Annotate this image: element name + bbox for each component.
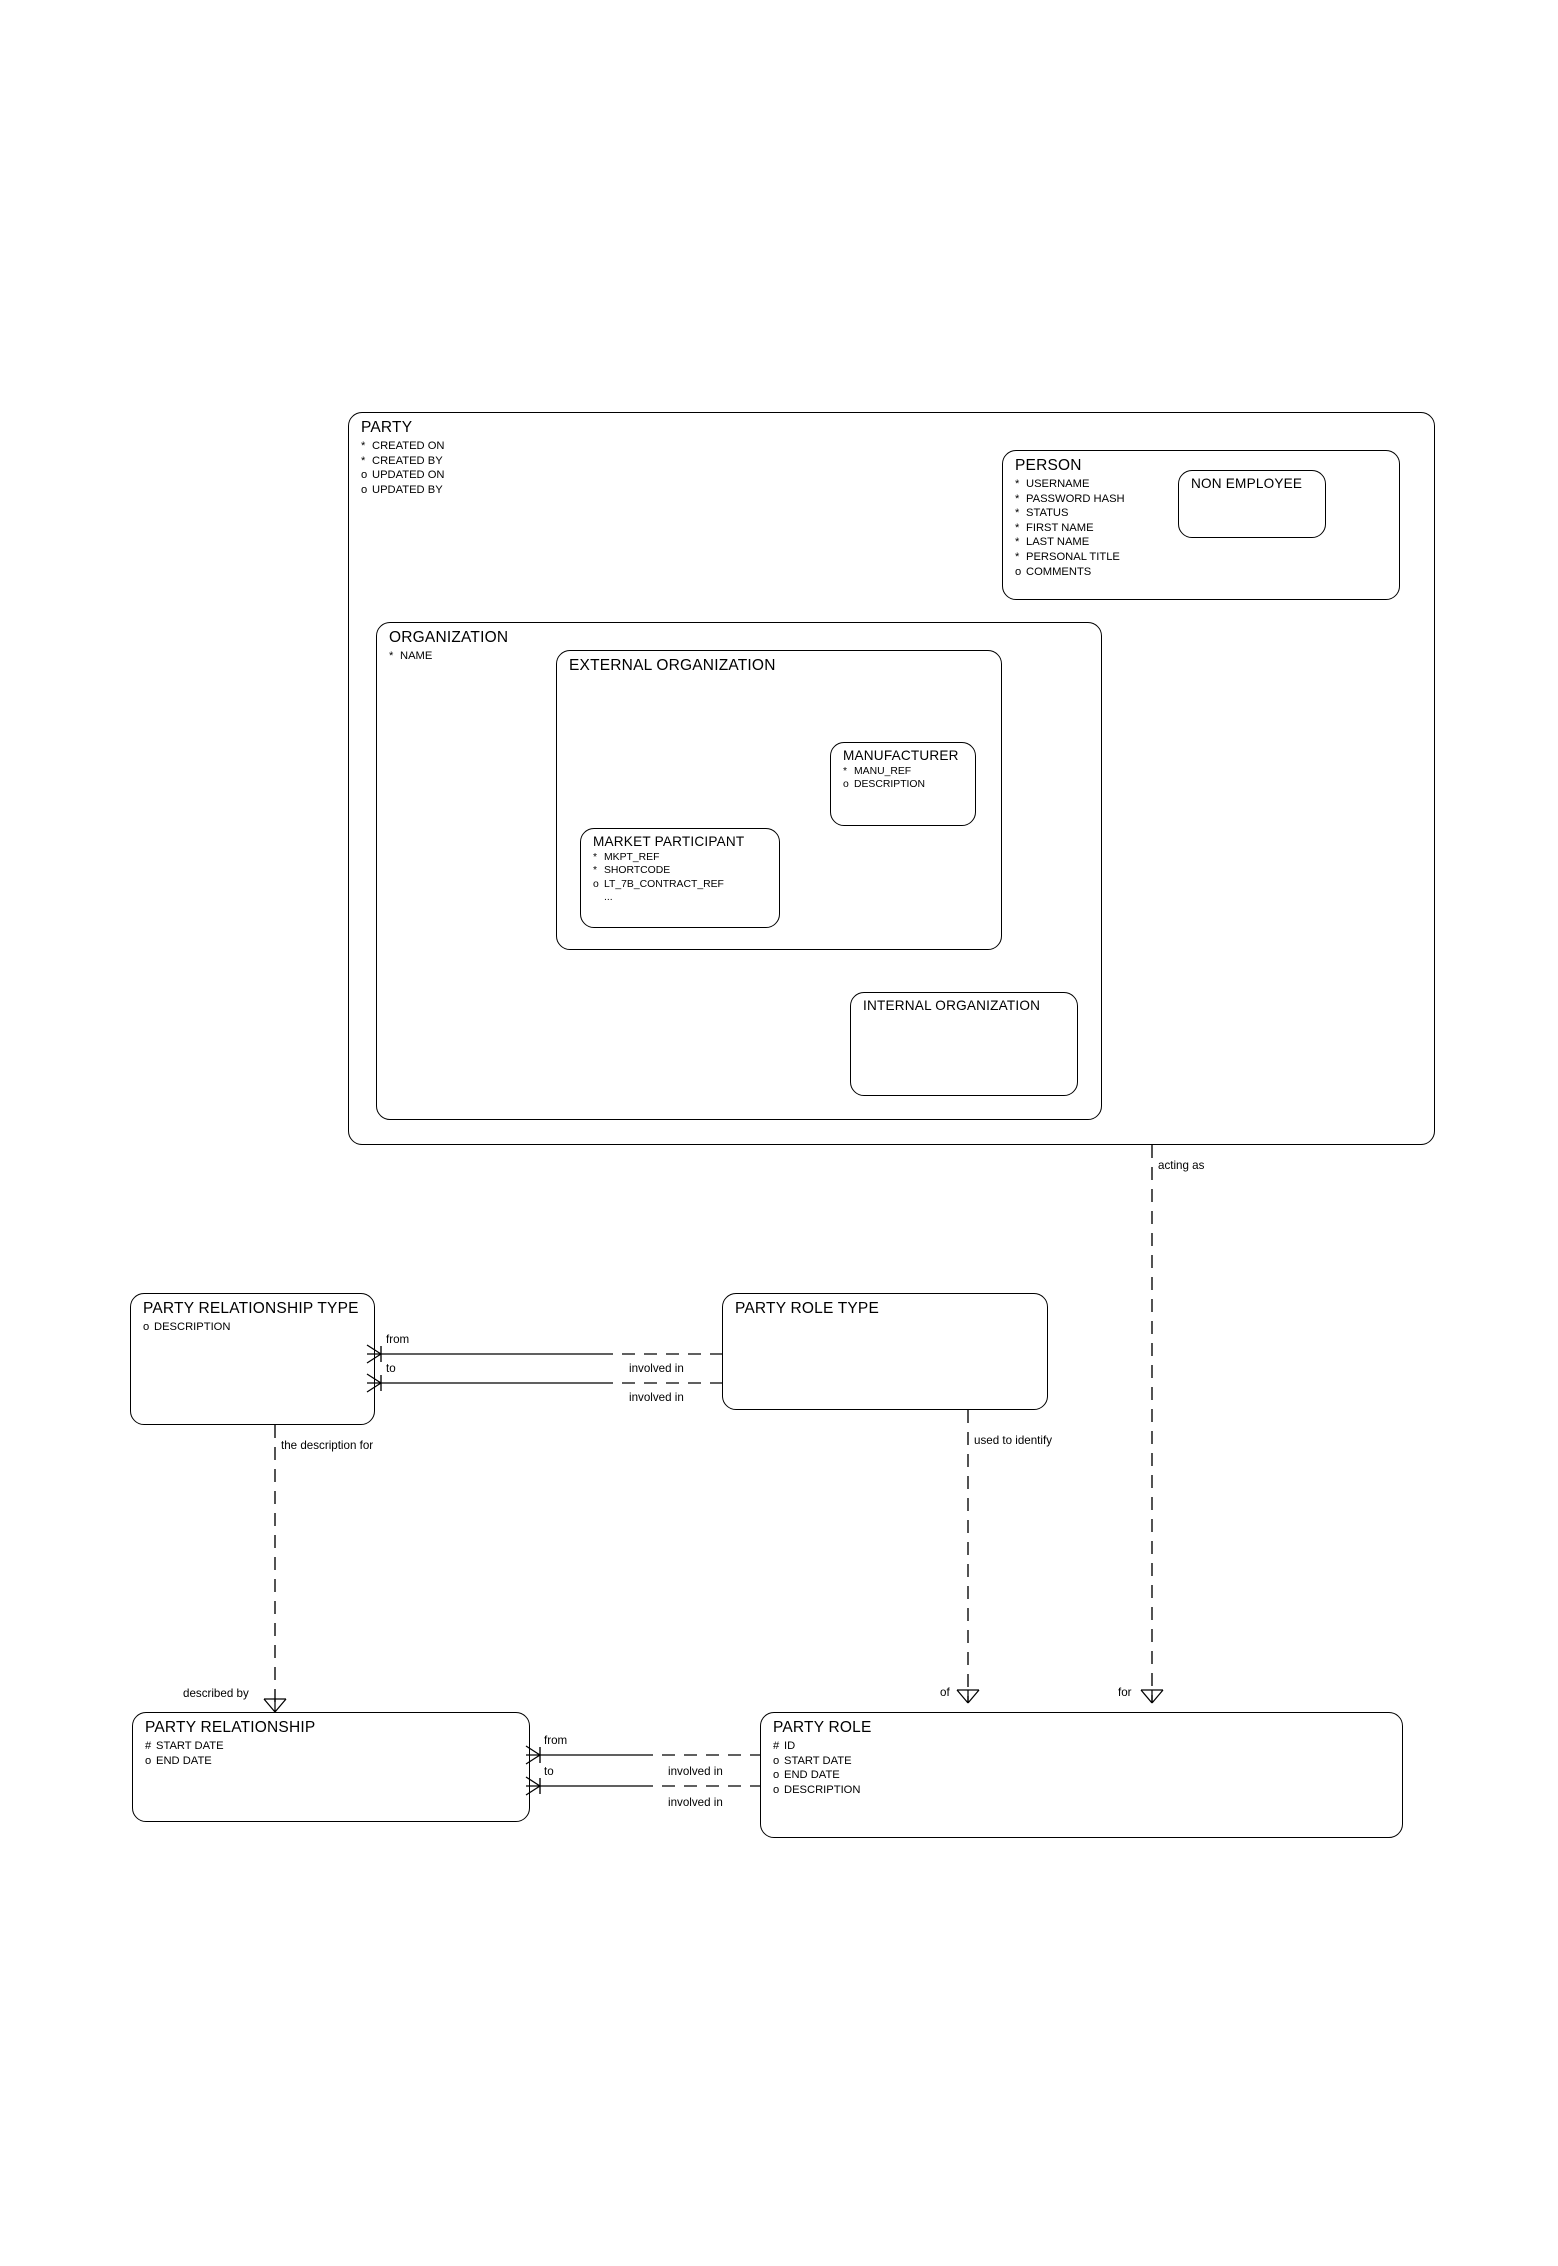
- entity-organization-title: ORGANIZATION: [389, 629, 509, 646]
- entity-party-role-title: PARTY ROLE: [773, 1719, 872, 1736]
- relationship-label-for: for: [1118, 1686, 1132, 1699]
- relationship-label-of: of: [940, 1686, 950, 1699]
- entity-market-participant-title: MARKET PARTICIPANT: [593, 834, 745, 849]
- attribute-row: *CREATED ON: [361, 440, 445, 452]
- attribute-row: ...: [604, 892, 613, 904]
- relationship-label-pr-involved-in-2: involved in: [668, 1796, 723, 1809]
- attribute-row: *PASSWORD HASH: [1015, 492, 1125, 505]
- relationship-label-used-to-identify: used to identify: [974, 1434, 1052, 1447]
- entity-organization-attributes: *NAME: [389, 649, 432, 664]
- entity-organization[interactable]: ORGANIZATION *NAME: [376, 622, 1102, 1120]
- attribute-row: *MKPT_REF: [593, 852, 660, 863]
- attribute-row: *STATUS: [1015, 507, 1069, 520]
- relationship-label-prt-from: from: [386, 1333, 410, 1346]
- entity-market-participant[interactable]: MARKET PARTICIPANT *MKPT_REF *SHORTCODE …: [580, 828, 780, 928]
- entity-party-role-type[interactable]: PARTY ROLE TYPE: [722, 1293, 1048, 1410]
- attribute-row: #START DATE: [145, 1740, 224, 1752]
- relationship-label-pr-from: from: [544, 1734, 568, 1747]
- attribute-row: *LAST NAME: [1015, 536, 1090, 549]
- entity-manufacturer-title: MANUFACTURER: [843, 748, 959, 763]
- entity-non-employee[interactable]: NON EMPLOYEE: [1178, 470, 1326, 538]
- entity-external-organization-title: EXTERNAL ORGANIZATION: [569, 657, 776, 674]
- relationship-label-pr-to: to: [544, 1765, 554, 1778]
- attribute-row: #ID: [773, 1740, 796, 1752]
- entity-non-employee-title: NON EMPLOYEE: [1191, 476, 1303, 491]
- attribute-row: *MANU_REF: [843, 766, 912, 777]
- relationship-label-described-by: described by: [183, 1687, 249, 1700]
- relationship-label-the-description-for: the description for: [281, 1439, 374, 1452]
- relationship-label-pr-involved-in-1: involved in: [668, 1765, 723, 1778]
- entity-internal-organization[interactable]: INTERNAL ORGANIZATION: [850, 992, 1078, 1096]
- relationship-label-prt-involved-in-2: involved in: [629, 1391, 684, 1404]
- relationship-label-acting-as: acting as: [1158, 1159, 1205, 1172]
- relationship-label-prt-involved-in-1: involved in: [629, 1362, 684, 1375]
- attribute-row: *CREATED BY: [361, 454, 443, 467]
- entity-person-attributes: *USERNAME *PASSWORD HASH *STATUS *FIRST …: [1015, 477, 1125, 579]
- entity-internal-organization-title: INTERNAL ORGANIZATION: [863, 998, 1041, 1013]
- entity-party-title: PARTY: [361, 419, 413, 436]
- relationship-label-prt-to: to: [386, 1362, 396, 1375]
- entity-person-title: PERSON: [1015, 457, 1082, 474]
- attribute-row: *USERNAME: [1015, 478, 1090, 490]
- attribute-row: *SHORTCODE: [593, 865, 671, 877]
- entity-external-organization[interactable]: EXTERNAL ORGANIZATION: [556, 650, 1002, 950]
- entity-person[interactable]: PERSON *USERNAME *PASSWORD HASH *STATUS …: [1002, 450, 1400, 600]
- entity-party-role-type-title: PARTY ROLE TYPE: [735, 1300, 879, 1317]
- attribute-row: *FIRST NAME: [1015, 521, 1094, 534]
- entity-party-relationship-title: PARTY RELATIONSHIP: [145, 1719, 316, 1736]
- attribute-row: *NAME: [389, 650, 433, 662]
- attribute-row: *PERSONAL TITLE: [1015, 550, 1120, 563]
- entity-party-relationship-type-title: PARTY RELATIONSHIP TYPE: [143, 1300, 359, 1317]
